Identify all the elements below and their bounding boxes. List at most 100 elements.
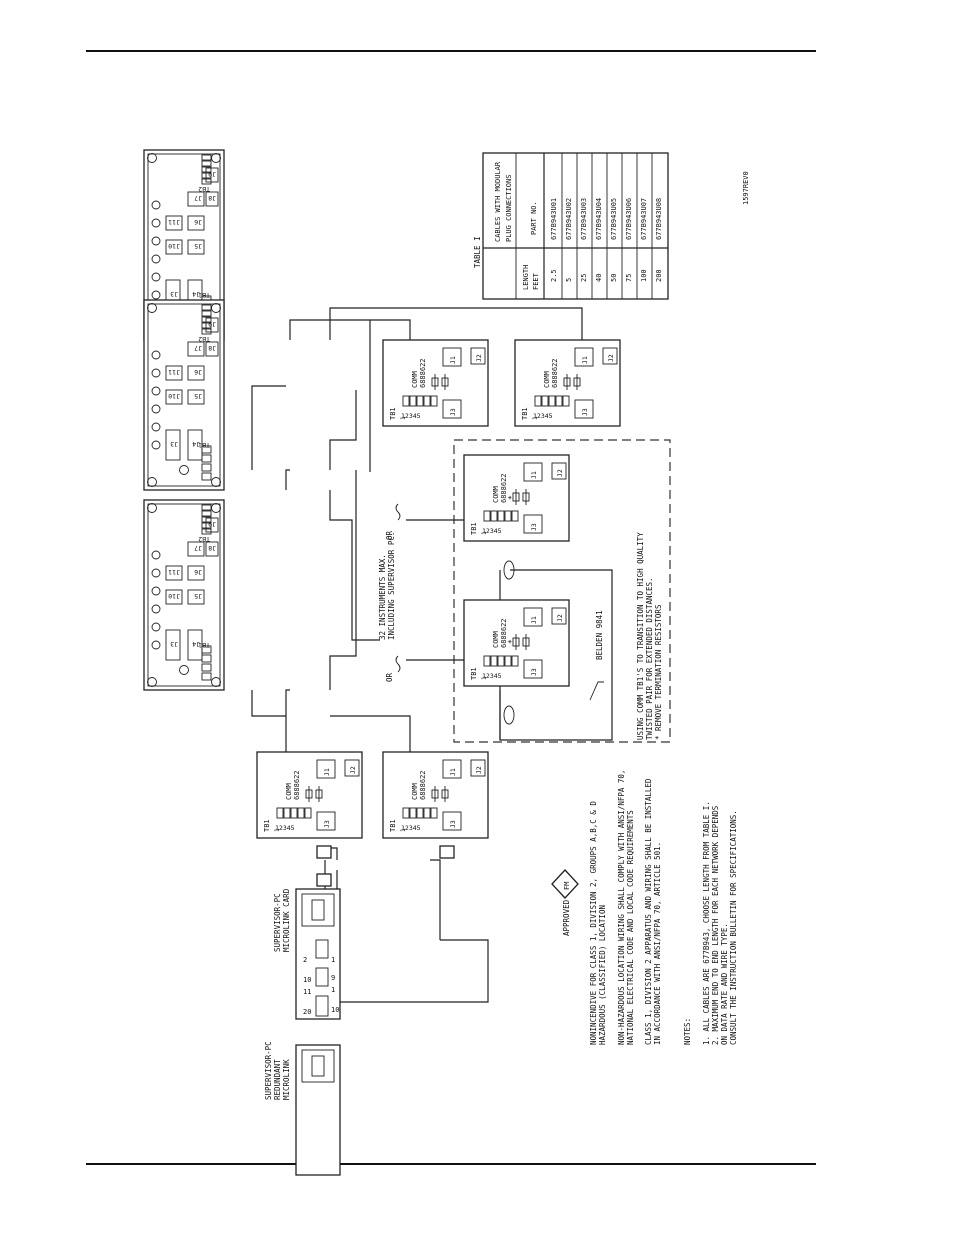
fm-approved-text: APPROVED [562, 899, 571, 936]
terminal [409, 807, 417, 819]
jack-j2 [602, 347, 618, 365]
resistor-body [522, 637, 530, 647]
terminal [201, 663, 212, 672]
jack-j11 [165, 565, 183, 581]
indicator-icon [151, 386, 161, 396]
comm-part: 6888622 [293, 770, 301, 800]
resistor-body [573, 377, 581, 387]
jack-label: J4 [192, 290, 200, 298]
jack-label: J1 [530, 616, 538, 624]
extended-note: TWISTED PAIR FOR EXTENDED DISTANCES. [645, 577, 654, 740]
jack-j3 [523, 659, 543, 679]
terminal [409, 395, 417, 407]
comm-card-outline [382, 339, 489, 427]
table-length-cell: 5 [565, 278, 573, 282]
network-wire [289, 319, 411, 356]
jack-j6 [187, 215, 205, 231]
comm-terminal-no: 1 [274, 828, 281, 832]
jack-label: J2 [607, 354, 615, 362]
comm-tb: TB1 [263, 819, 271, 832]
resistor-body [431, 789, 439, 799]
jack-label: J11 [168, 568, 180, 576]
terminal [201, 522, 212, 529]
resistor-body [522, 492, 530, 502]
jack-label: J9 [208, 170, 216, 178]
comm-terminals: 12345 [482, 527, 502, 535]
indicator-icon [151, 422, 161, 432]
table-part-cell: 677B943U07 [640, 198, 648, 240]
indicator-icon [151, 586, 161, 596]
cable-plug [316, 873, 332, 887]
jack-j1 [523, 462, 543, 482]
jack-j2 [551, 462, 567, 480]
hazard-note: HAZARDOUS (CLASSIFIED) LOCATION [598, 905, 607, 1045]
comm-card-outline [514, 339, 621, 427]
redundant-label: SUPERVISOR-PC [264, 1041, 273, 1100]
network-wire [329, 470, 357, 690]
pin-label: 20 [303, 1008, 311, 1016]
screw-icon [211, 477, 221, 487]
hazard-note: CLASS 1, DIVISION 2 APPARATUS AND WIRING… [644, 778, 653, 1045]
leader-line [589, 681, 604, 701]
jack-label: J3 [170, 290, 178, 298]
jack-label: J9 [208, 520, 216, 528]
extended-note: USING COMM TB1'S TO TRANSITION TO HIGH Q… [636, 532, 645, 740]
resistor-body [441, 377, 449, 387]
jack-label: J10 [168, 242, 180, 250]
jack-label: J5 [194, 592, 202, 600]
note-line: ON DATA RATE AND WIRE TYPE. [720, 923, 729, 1045]
jack-j2 [470, 759, 486, 777]
terminal [555, 395, 563, 407]
indicator-icon [151, 236, 161, 246]
screw-icon [179, 465, 189, 475]
network-wire [340, 939, 489, 1003]
or-label: OR [385, 530, 394, 540]
hazard-note: NON-HAZARDOUS LOCATION WIRING SHALL COMP… [617, 770, 626, 1045]
top-rule [86, 50, 816, 52]
terminal [504, 655, 512, 667]
note-line: CONSULT THE INSTRUCTION BULLETIN FOR SPE… [729, 810, 738, 1045]
modular-jack [301, 893, 335, 927]
terminal [511, 510, 519, 522]
table-length-cell: 2.5 [550, 269, 558, 282]
drawing-id: 1597REV0 [742, 171, 750, 205]
comm-part: 6888622 [500, 618, 508, 648]
tb-label: TB2 [198, 185, 210, 193]
jack-j11 [165, 365, 183, 381]
table-caption: PLUG CONNECTIONS [505, 175, 513, 242]
twisted-pair-mark [503, 705, 515, 725]
comm-tb: TB1 [470, 667, 478, 680]
screw-icon [211, 303, 221, 313]
jack-j3 [165, 629, 181, 661]
pin-label: 1 [331, 986, 335, 994]
jack-j10 [165, 589, 183, 605]
table-caption: CABLES WITH MODULAR [494, 161, 502, 242]
comm-terminals: 12345 [533, 412, 553, 420]
connector-block [315, 939, 329, 959]
jack-label: J1 [581, 356, 589, 364]
jack-j2 [551, 607, 567, 625]
hazard-note: IN ACCORDANCE WITH ANSI/NFPA 70, ARTICLE… [653, 842, 662, 1045]
jack-label: J3 [449, 820, 457, 828]
jack-j8 [205, 341, 219, 357]
terminal [297, 807, 305, 819]
fm-mark: FM [563, 882, 571, 890]
jack-j4 [187, 629, 203, 661]
hazard-note: NONINCENDIVE FOR CLASS 1, DIVISION 2, GR… [589, 801, 598, 1045]
table-part-cell: 677B943U03 [580, 198, 588, 240]
comm-title: COMM [543, 371, 551, 388]
terminal [541, 395, 549, 407]
termination-star: * [507, 495, 516, 500]
modular-jack [301, 1049, 335, 1083]
terminal [483, 655, 491, 667]
jack-label: J3 [323, 820, 331, 828]
jack-label: J11 [168, 218, 180, 226]
